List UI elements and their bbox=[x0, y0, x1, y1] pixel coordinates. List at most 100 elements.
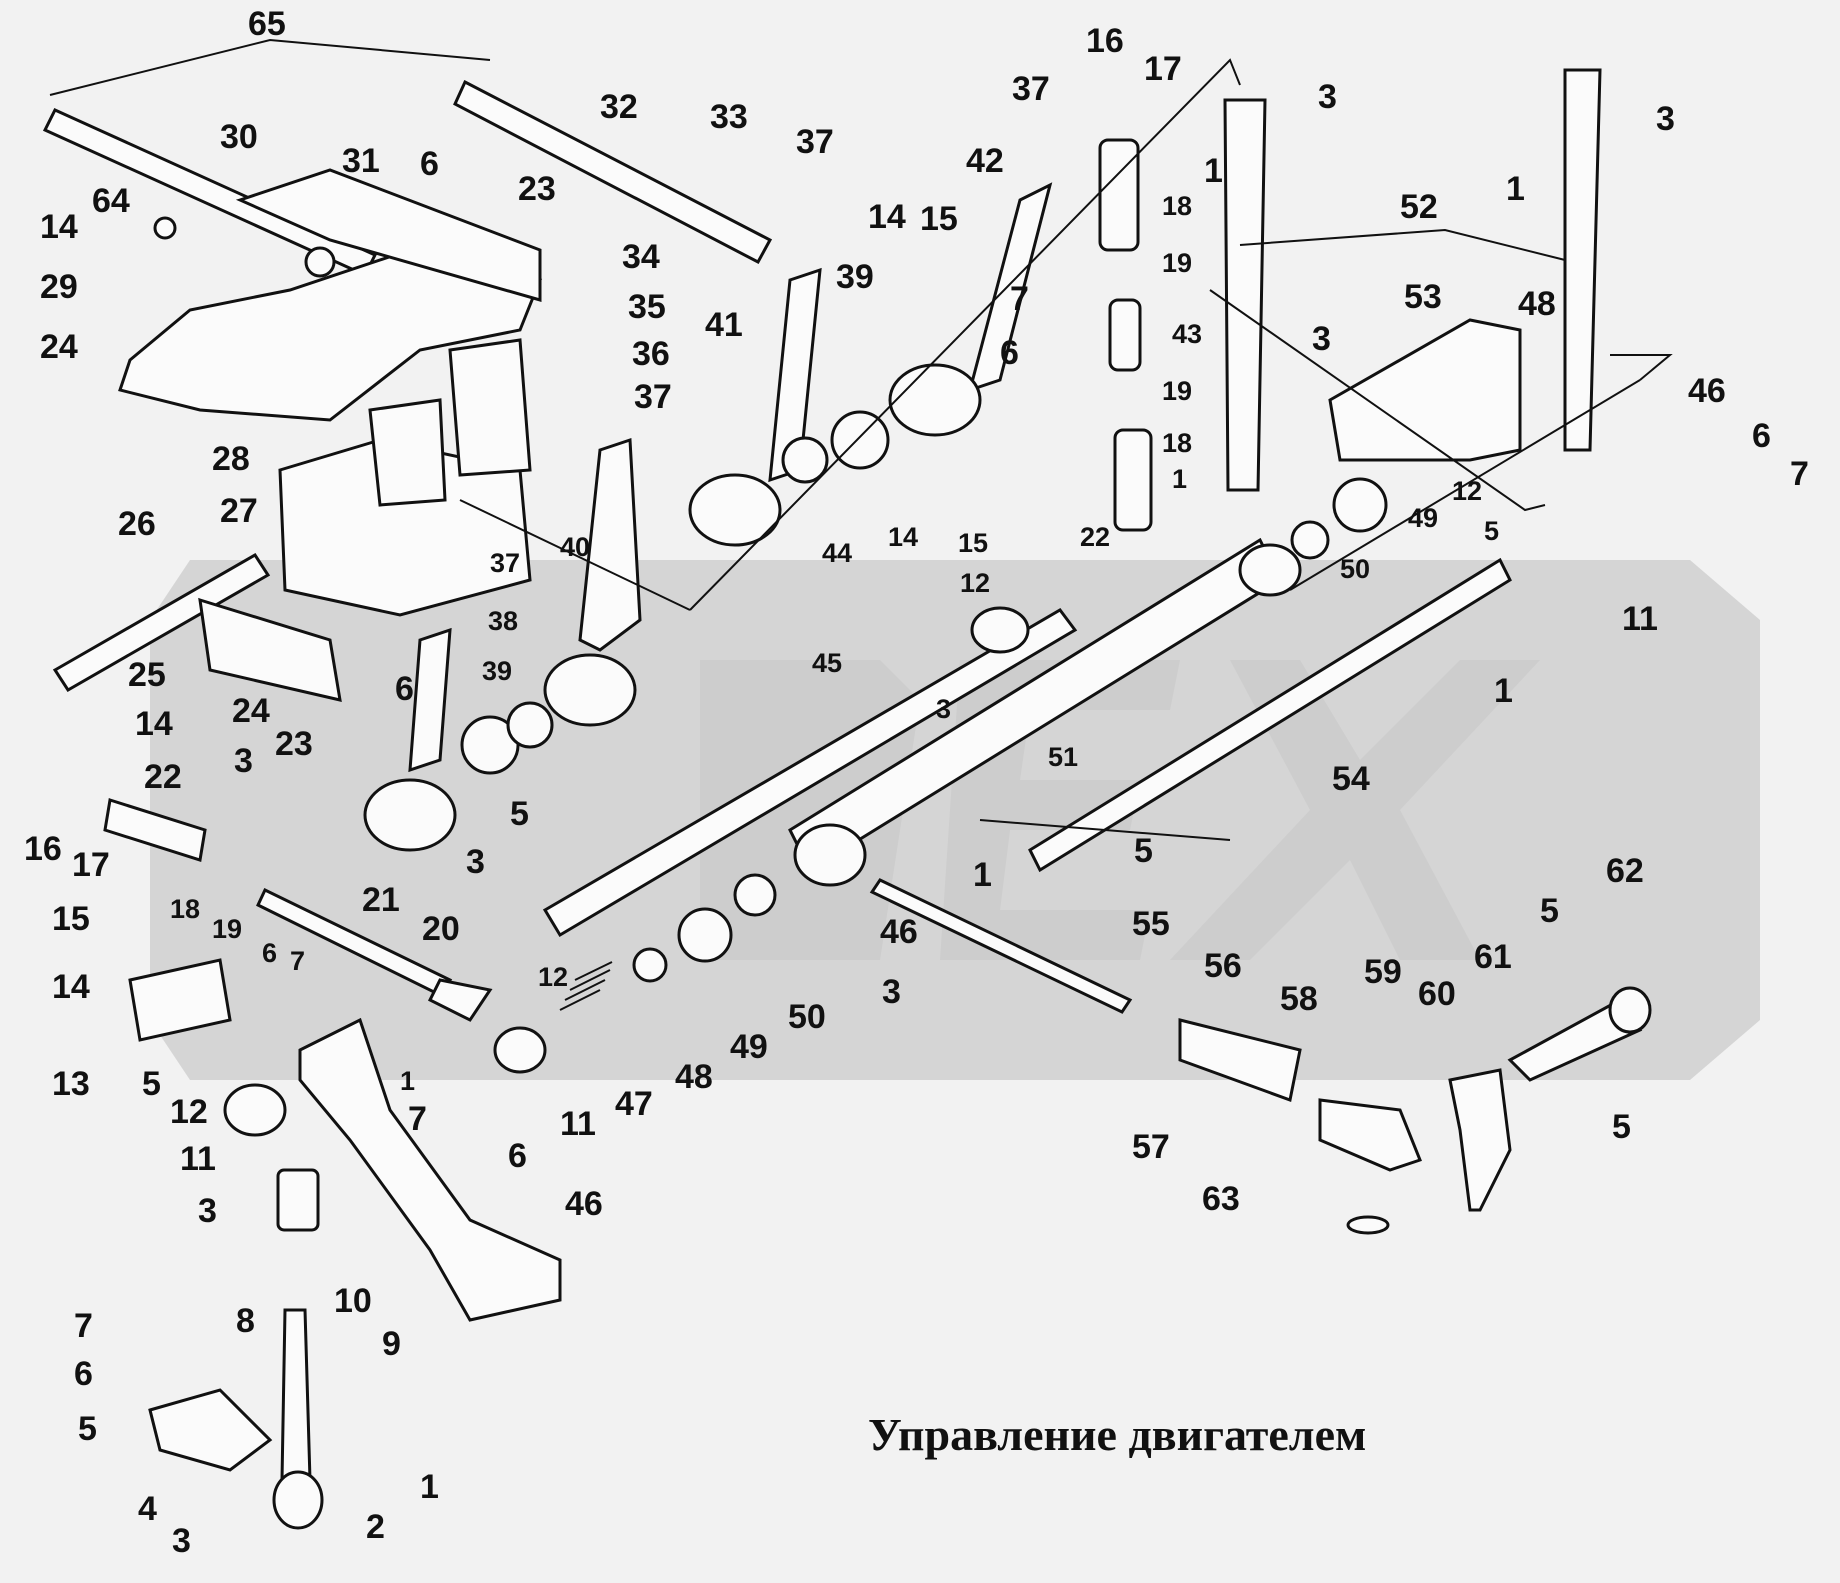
rod-55 bbox=[869, 878, 1133, 1014]
parts-drawing bbox=[42, 68, 1652, 1530]
label-50: 50 bbox=[788, 998, 826, 1036]
label-2: 2 bbox=[366, 1508, 385, 1546]
label-6: 6 bbox=[395, 670, 414, 708]
bracket-29 bbox=[118, 248, 543, 422]
sleeve-18 bbox=[1098, 138, 1140, 252]
label-28: 28 bbox=[212, 440, 250, 478]
label-26: 26 bbox=[118, 505, 156, 543]
spring-47 bbox=[559, 961, 613, 1011]
label-22: 22 bbox=[1080, 522, 1110, 552]
label-8: 8 bbox=[236, 1302, 255, 1340]
label-61: 61 bbox=[1474, 938, 1512, 976]
label-18: 18 bbox=[170, 894, 200, 924]
label-40: 40 bbox=[560, 532, 590, 562]
label-65: 65 bbox=[248, 5, 286, 43]
lever-13 bbox=[128, 958, 232, 1042]
lever-60 bbox=[1318, 1098, 1422, 1172]
label-14: 14 bbox=[52, 968, 90, 1006]
label-4: 4 bbox=[138, 1490, 157, 1528]
label-55: 55 bbox=[1132, 905, 1170, 943]
label-39: 39 bbox=[482, 656, 512, 686]
label-25: 25 bbox=[128, 656, 166, 694]
label-39: 39 bbox=[836, 258, 874, 296]
label-7: 7 bbox=[290, 946, 305, 976]
leader-lines bbox=[49, 38, 1673, 841]
label-18: 18 bbox=[1162, 191, 1192, 221]
lever-61 bbox=[1448, 1068, 1512, 1212]
label-15: 15 bbox=[958, 528, 988, 558]
label-14: 14 bbox=[868, 198, 906, 236]
label-46: 46 bbox=[565, 1185, 603, 1223]
label-3: 3 bbox=[882, 973, 901, 1011]
label-3: 3 bbox=[234, 742, 253, 780]
label-22: 22 bbox=[144, 758, 182, 796]
rod-left bbox=[1223, 98, 1267, 492]
label-16: 16 bbox=[24, 830, 62, 868]
label-12: 12 bbox=[1452, 476, 1482, 506]
label-6: 6 bbox=[508, 1137, 527, 1175]
label-48: 48 bbox=[1518, 285, 1556, 323]
label-5: 5 bbox=[510, 795, 529, 833]
label-5: 5 bbox=[1134, 832, 1153, 870]
lever-4 bbox=[148, 1388, 273, 1472]
label-7: 7 bbox=[1010, 280, 1029, 318]
label-3: 3 bbox=[198, 1192, 217, 1230]
label-49: 49 bbox=[730, 1028, 768, 1066]
label-14: 14 bbox=[888, 522, 918, 552]
label-50: 50 bbox=[1340, 554, 1370, 584]
shaft-54 bbox=[1028, 557, 1512, 873]
stud-43 bbox=[1108, 298, 1142, 372]
label-7: 7 bbox=[74, 1307, 93, 1345]
label-52: 52 bbox=[1400, 188, 1438, 226]
label-42: 42 bbox=[966, 142, 1004, 180]
label-46: 46 bbox=[1688, 372, 1726, 410]
label-11: 11 bbox=[180, 1140, 216, 1178]
label-44: 44 bbox=[822, 538, 852, 568]
label-5: 5 bbox=[1612, 1108, 1631, 1146]
label-56: 56 bbox=[1204, 947, 1242, 985]
lever-38 bbox=[408, 627, 452, 773]
label-3: 3 bbox=[1312, 320, 1331, 358]
label-1: 1 bbox=[1172, 464, 1187, 494]
lever-40 bbox=[578, 437, 642, 652]
label-63: 63 bbox=[1202, 1180, 1240, 1218]
sleeve-22 bbox=[103, 798, 207, 862]
label-13: 13 bbox=[52, 1065, 90, 1103]
label-62: 62 bbox=[1606, 852, 1644, 890]
label-31: 31 bbox=[342, 142, 380, 180]
label-18: 18 bbox=[1162, 428, 1192, 458]
label-24: 24 bbox=[232, 692, 270, 730]
label-46: 46 bbox=[880, 913, 918, 951]
bracket-25 bbox=[198, 597, 342, 702]
label-17: 17 bbox=[72, 846, 110, 884]
label-17: 17 bbox=[1144, 50, 1182, 88]
label-10: 10 bbox=[334, 1282, 372, 1320]
label-19: 19 bbox=[1162, 376, 1192, 406]
label-1: 1 bbox=[1494, 672, 1513, 710]
label-32: 32 bbox=[600, 88, 638, 126]
label-14: 14 bbox=[40, 208, 78, 246]
label-19: 19 bbox=[212, 914, 242, 944]
label-15: 15 bbox=[52, 900, 90, 938]
label-11: 11 bbox=[560, 1105, 596, 1143]
label-58: 58 bbox=[1280, 980, 1318, 1018]
callout-labels: 65 30 31 64 14 29 24 6 23 32 33 34 35 36… bbox=[24, 5, 1809, 1560]
label-3: 3 bbox=[1318, 78, 1337, 116]
label-37: 37 bbox=[796, 123, 834, 161]
label-5: 5 bbox=[78, 1410, 97, 1448]
shaft-45 bbox=[542, 608, 1078, 938]
rod-right bbox=[1563, 68, 1602, 452]
label-11: 11 bbox=[1622, 600, 1658, 638]
label-1: 1 bbox=[400, 1066, 415, 1096]
label-3: 3 bbox=[172, 1522, 191, 1560]
label-6: 6 bbox=[262, 938, 277, 968]
label-21: 21 bbox=[362, 881, 400, 919]
label-34: 34 bbox=[622, 238, 660, 276]
label-29: 29 bbox=[40, 268, 78, 306]
label-3: 3 bbox=[936, 694, 951, 724]
label-12: 12 bbox=[170, 1093, 208, 1131]
label-60: 60 bbox=[1418, 975, 1456, 1013]
label-43: 43 bbox=[1172, 319, 1202, 349]
label-20: 20 bbox=[422, 910, 460, 948]
label-16: 16 bbox=[1086, 22, 1124, 60]
